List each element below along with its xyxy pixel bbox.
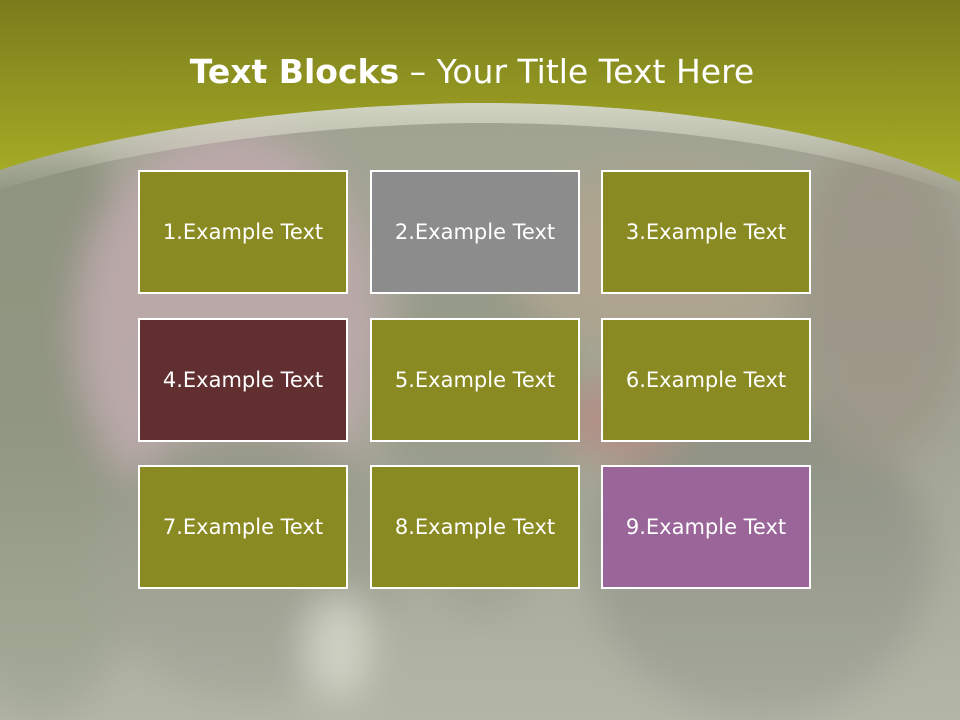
text-block-5[interactable]: 5.Example Text [370,318,580,442]
text-block-4[interactable]: 4.Example Text [138,318,348,442]
title-bold-text: Text Blocks [189,52,400,91]
text-block-1[interactable]: 1.Example Text [138,170,348,294]
header-band [0,0,960,196]
text-block-7[interactable]: 7.Example Text [138,465,348,589]
text-block-3[interactable]: 3.Example Text [601,170,811,294]
text-blocks-grid: 1.Example Text 2.Example Text 3.Example … [138,170,818,594]
text-block-9[interactable]: 9.Example Text [601,465,811,589]
title-rest-text: Your Title Text Here [436,52,755,91]
slide-title: Text Blocks – Your Title Text Here [0,52,944,91]
text-block-6[interactable]: 6.Example Text [601,318,811,442]
text-block-8[interactable]: 8.Example Text [370,465,580,589]
text-block-2[interactable]: 2.Example Text [370,170,580,294]
title-separator: – [399,52,437,91]
